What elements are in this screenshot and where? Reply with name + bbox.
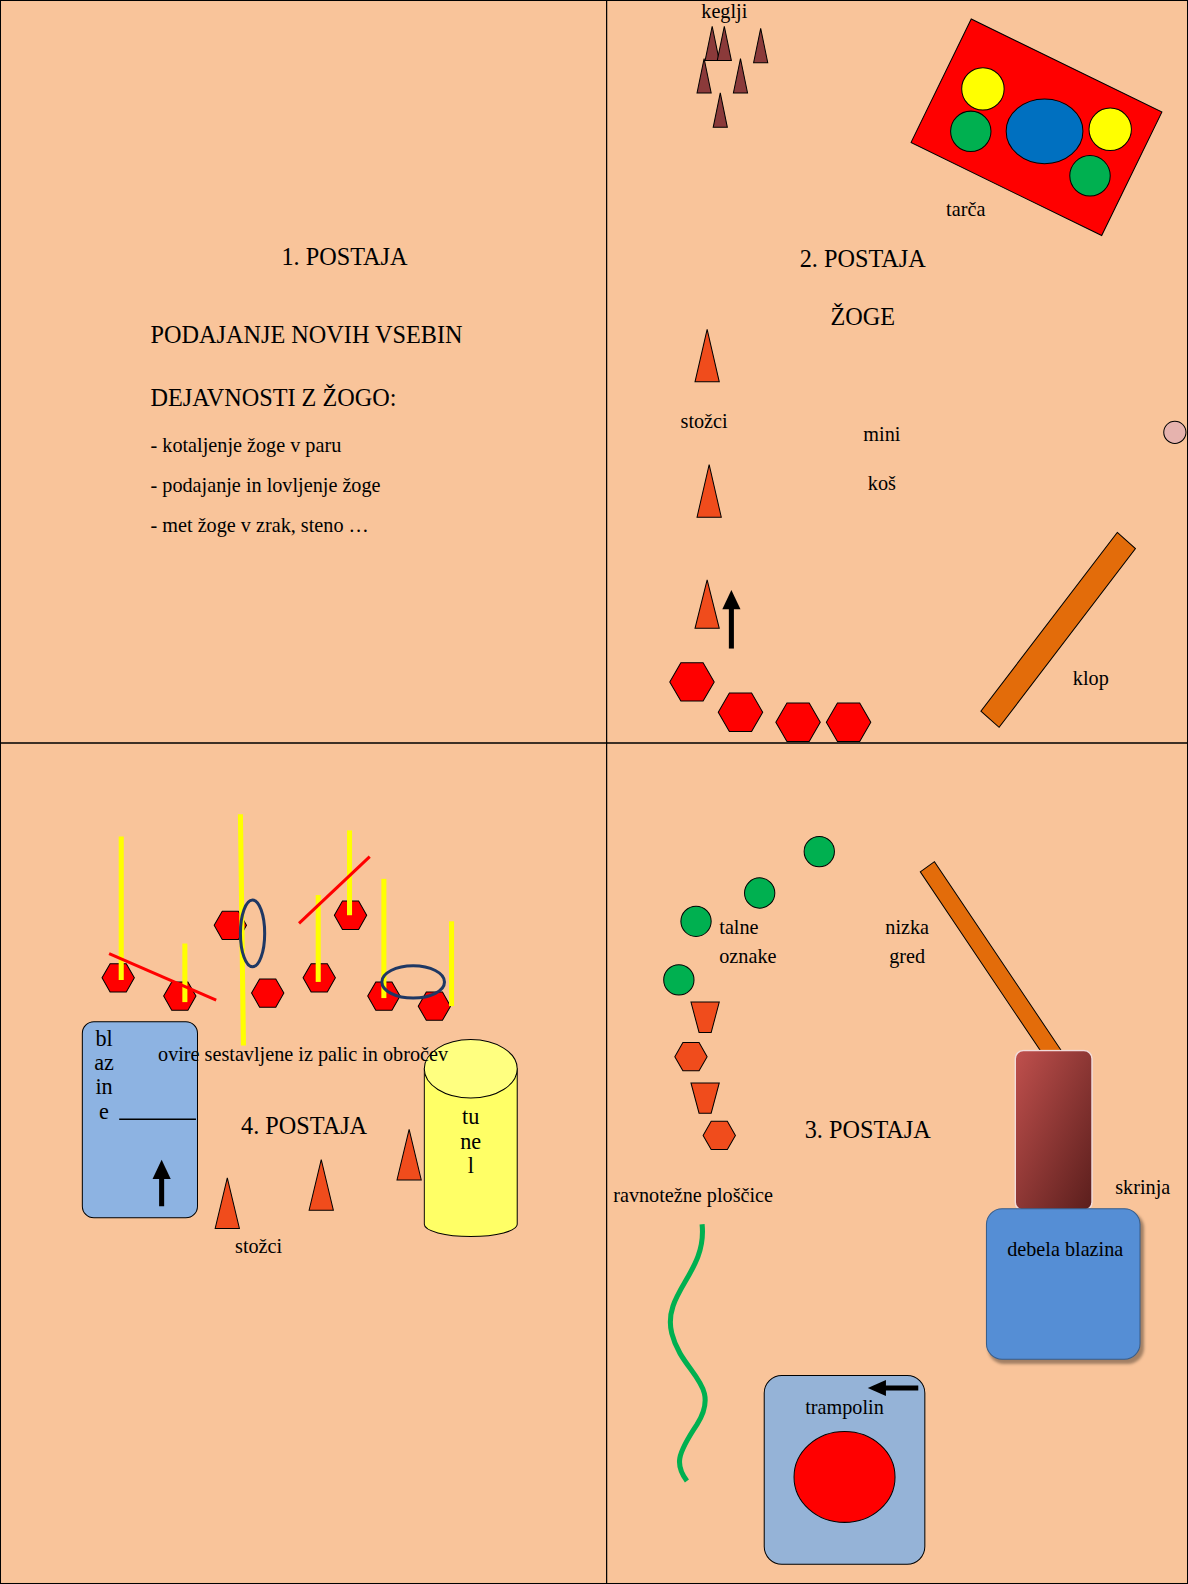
drawing-part [1015, 1051, 1092, 1211]
drawing-part [382, 966, 445, 998]
pins [697, 26, 768, 127]
drawing-part [754, 28, 768, 62]
drawing-part [776, 703, 820, 741]
equipment-label: nizka gred [876, 913, 939, 970]
equipment-label: talne oznake [719, 913, 798, 970]
drawing-part [215, 1178, 239, 1229]
station-title: 2. POSTAJA [736, 245, 989, 272]
drawing-part [868, 1380, 886, 1396]
station-panel: 2. POSTAJA ŽOGE tarča [606, 0, 1188, 744]
drawing-part [1006, 99, 1083, 164]
arrow-up [722, 590, 740, 649]
drawing-part [697, 465, 721, 518]
thick-mat: debela blazina [986, 1208, 1141, 1360]
drawing-part [718, 693, 762, 731]
drawing-part [713, 93, 727, 127]
drawing-part [697, 59, 711, 93]
drawing-part [733, 59, 747, 93]
low-beam [920, 862, 1073, 1078]
drawing-part [691, 1083, 719, 1113]
station-panel: 3. POSTAJA skrinja debela blazina trampolin [606, 742, 1188, 1583]
drawing-part [299, 857, 370, 924]
equipment-label: ravnotežne ploščice [613, 1184, 876, 1207]
drawing-part [102, 901, 451, 1020]
balance-tiles [675, 1002, 736, 1149]
drawing-part [240, 900, 264, 967]
drawing-part [109, 954, 216, 1000]
station-text: - kotaljenje žoge v paru [151, 433, 595, 456]
drawing-part [153, 1160, 171, 1179]
drawing-part [911, 19, 1162, 235]
drawing-part [951, 111, 991, 151]
drawing-part [745, 878, 775, 908]
drawing-part [962, 68, 1004, 110]
trampoline: trampolin [764, 1375, 926, 1565]
floor-marks [664, 836, 835, 995]
rope-line [670, 1224, 705, 1481]
drawing-part [164, 982, 196, 1010]
equipment-label: stožci [659, 410, 750, 433]
drawing-part [309, 1160, 333, 1211]
drawing-part [109, 857, 370, 1000]
drawing-part [691, 1002, 719, 1032]
target: tarča [910, 16, 1188, 240]
drawing-part [1089, 108, 1131, 150]
drawing-part [675, 1043, 707, 1071]
drawing-part [449, 921, 454, 1006]
cones [695, 329, 721, 628]
equipment-label: klop [1073, 667, 1154, 690]
drawing-part [695, 329, 719, 382]
equipment-name: tarča [920, 198, 1011, 221]
equipment-name: skrinja [1115, 1176, 1186, 1199]
drawing-part [717, 26, 731, 60]
equipment-label: keglji [679, 0, 770, 23]
drawing-part [729, 606, 734, 648]
equipment-label: stožci [198, 1234, 319, 1257]
station-text: PODAJANJE NOVIH VSEBIN DEJAVNOSTI Z ŽOGO… [151, 304, 565, 429]
drawing-part [804, 836, 834, 866]
station-title: 1. POSTAJA [193, 243, 496, 270]
tunnel: tunel [423, 1038, 518, 1238]
station-panel: 1. POSTAJA PODAJANJE NOVIH VSEBIN DEJAVNO… [0, 0, 607, 744]
drawing-part [159, 1176, 164, 1206]
station-title: 3. POSTAJA [757, 1117, 979, 1144]
drawing-part [882, 1385, 918, 1390]
obstacles [102, 814, 452, 1045]
drawing-part [121, 814, 451, 1045]
drawing-part [664, 965, 694, 995]
drawing-part [722, 590, 740, 609]
drawing-part [703, 1121, 735, 1149]
station-text: - podajanje in lovljenje žoge [151, 474, 595, 497]
drawing-part [670, 663, 714, 701]
drawing-part [182, 944, 187, 1003]
hexagons [670, 663, 871, 742]
mini-basket [1164, 421, 1186, 443]
equipment-name: trampolin [784, 1396, 905, 1419]
equipment-name: blazine [93, 1026, 115, 1124]
equipment-label: mini koš [851, 410, 914, 507]
drawing-part [705, 26, 719, 60]
station-title: 4. POSTAJA [193, 1113, 415, 1140]
drawing-part [695, 580, 719, 628]
bench [981, 532, 1136, 727]
equipment-name: tunel [460, 1105, 482, 1178]
drawing-part [911, 19, 1162, 235]
vaulting-box: skrinja [1014, 1050, 1188, 1214]
drawing-part [794, 1431, 895, 1522]
station-panel: 4. POSTAJA blazine tunel [0, 742, 607, 1583]
equipment-label: ovire sestavljene iz palic in obročev [30, 1043, 576, 1066]
station-text: - met žoge v zrak, steno … [151, 514, 595, 537]
drawing-part [1070, 156, 1110, 196]
drawing-part [240, 900, 444, 998]
station-text: ŽOGE [762, 304, 964, 331]
drawing-part [681, 906, 711, 936]
equipment-name: debela blazina [1007, 1229, 1126, 1267]
drawing-part [102, 964, 134, 992]
drawing-part [119, 1119, 196, 1121]
drawing-part [252, 979, 284, 1007]
drawing-part [826, 703, 870, 741]
drawing-part [397, 1129, 421, 1180]
